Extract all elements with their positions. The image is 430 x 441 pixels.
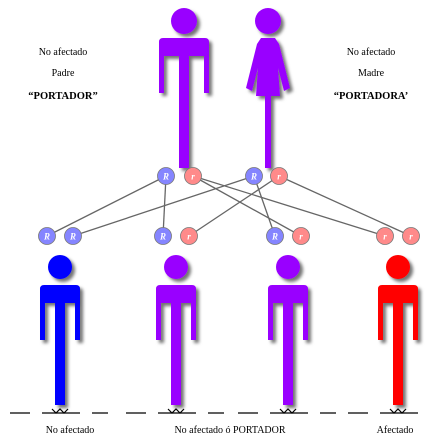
child-2-allele-1: R — [154, 227, 172, 245]
mother-figure — [246, 8, 290, 168]
mother-figure-body — [246, 38, 290, 168]
child-figure-1 — [40, 255, 80, 405]
child-3-allele-1-circle — [266, 227, 284, 245]
father-allele-1: R — [157, 167, 175, 185]
child-1-allele-2: R — [64, 227, 82, 245]
unaffected-label: No afectado — [45, 425, 95, 436]
father-allele-2: r — [184, 167, 202, 185]
child-figure-1-head — [48, 255, 72, 279]
child-1-allele-1-circle — [38, 227, 56, 245]
child-3-allele-1-letter: R — [271, 232, 278, 242]
father-figure-body — [159, 38, 209, 168]
ground-lines — [10, 408, 430, 414]
unaffected-or-carrier-label: No afectado ó PORTADOR — [174, 425, 286, 436]
father-figure-head — [171, 8, 197, 34]
child-1-allele-2-letter: R — [69, 232, 76, 242]
mother-genotype-label: “PORTADORA’ — [333, 91, 409, 102]
ground-mark-3 — [279, 408, 297, 414]
transmission-line-8 — [278, 175, 412, 237]
child-figure-2-head — [164, 255, 188, 279]
transmission-line-7 — [192, 175, 386, 237]
child-4-allele-2-circle — [402, 227, 420, 245]
child-4-allele-1-letter: r — [383, 232, 387, 242]
child-2-allele-2-letter: r — [187, 232, 191, 242]
child-figure-2-body — [156, 285, 196, 405]
ground-mark-1 — [51, 408, 69, 414]
transmission-line-3 — [162, 175, 167, 237]
child-4-allele-1: r — [376, 227, 394, 245]
transmission-line-6 — [253, 175, 276, 237]
allele-transmission-lines — [46, 175, 412, 237]
child-3-allele-2: r — [292, 227, 310, 245]
child-2-allele-2: r — [180, 227, 198, 245]
child-3-allele-1: R — [266, 227, 284, 245]
mother-allele-1-letter: R — [250, 172, 257, 182]
child-figure-2 — [156, 255, 196, 405]
child-2-allele-2-circle — [180, 227, 198, 245]
figures-layer — [40, 8, 418, 405]
father-allele-1-letter: R — [162, 172, 169, 182]
father-allele-1-circle — [157, 167, 175, 185]
child-3-allele-2-circle — [292, 227, 310, 245]
mother-figure-head — [255, 8, 281, 34]
transmission-line-1 — [46, 175, 167, 237]
father-allele-2-circle — [184, 167, 202, 185]
transmission-line-4 — [188, 175, 280, 237]
child-figure-1-body — [40, 285, 80, 405]
ground-mark-4 — [389, 408, 407, 414]
child-figure-3-head — [276, 255, 300, 279]
child-1-allele-1: R — [38, 227, 56, 245]
father-status-label: No afectado — [38, 47, 88, 58]
transmission-line-5 — [192, 175, 302, 237]
mother-allele-1-circle — [245, 167, 263, 185]
mother-allele-2-circle — [270, 167, 288, 185]
child-1-allele-1-letter: R — [43, 232, 50, 242]
child-2-allele-1-circle — [154, 227, 172, 245]
child-3-allele-2-letter: r — [299, 232, 303, 242]
child-figure-4-body — [378, 285, 418, 405]
father-allele-2-letter: r — [191, 172, 195, 182]
child-4-allele-2-letter: r — [409, 232, 413, 242]
mother-status-label: No afectado — [346, 47, 396, 58]
child-4-allele-1-circle — [376, 227, 394, 245]
ground-mark-2 — [167, 408, 185, 414]
mother-role-label: Madre — [357, 68, 385, 79]
child-figure-4-head — [386, 255, 410, 279]
mother-allele-2-letter: r — [277, 172, 281, 182]
child-4-allele-2: r — [402, 227, 420, 245]
father-role-label: Padre — [51, 68, 75, 79]
child-1-allele-2-circle — [64, 227, 82, 245]
child-figure-3-body — [268, 285, 308, 405]
mother-allele-2: r — [270, 167, 288, 185]
father-genotype-label: “PORTADOR” — [28, 91, 98, 102]
child-figure-4 — [378, 255, 418, 405]
child-figure-3 — [268, 255, 308, 405]
father-figure — [159, 8, 209, 168]
mother-allele-1: R — [245, 167, 263, 185]
child-2-allele-1-letter: R — [159, 232, 166, 242]
affected-label: Afectado — [376, 425, 414, 436]
